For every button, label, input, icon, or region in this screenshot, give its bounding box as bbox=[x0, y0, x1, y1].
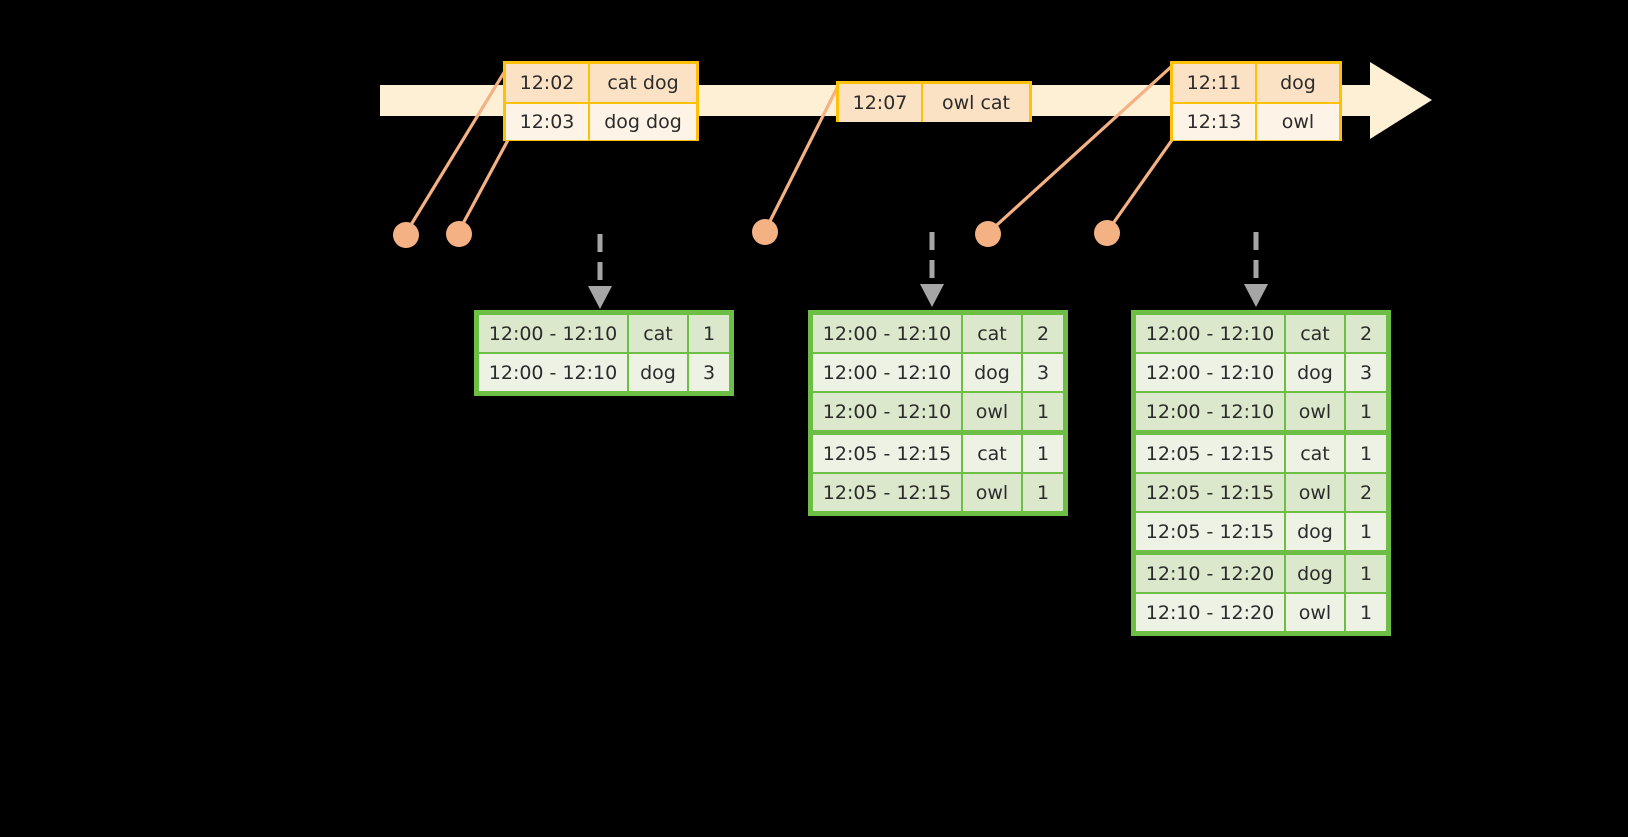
event-words: dog bbox=[1257, 64, 1339, 102]
dashed-arrow-heads bbox=[588, 284, 1268, 309]
result-table-2[interactable]: 12:00 - 12:10 cat 2 12:00 - 12:10 dog 3 … bbox=[808, 310, 1068, 516]
cell-window: 12:00 - 12:10 bbox=[813, 354, 961, 391]
cell-word: dog bbox=[1286, 513, 1344, 550]
cell-word: cat bbox=[963, 315, 1021, 352]
cell-window: 12:10 - 12:20 bbox=[1136, 594, 1284, 631]
event-words: dog dog bbox=[590, 104, 696, 140]
cell-window: 12:00 - 12:10 bbox=[1136, 315, 1284, 352]
cell-word: dog bbox=[1286, 555, 1344, 592]
event-row[interactable]: 12:03 dog dog bbox=[506, 102, 696, 140]
cell-count: 1 bbox=[1023, 474, 1063, 511]
cell-window: 12:05 - 12:15 bbox=[1136, 435, 1284, 472]
cell-count: 3 bbox=[1346, 354, 1386, 391]
table-row[interactable]: 12:00 - 12:10 owl 1 bbox=[1136, 393, 1386, 430]
cell-window: 12:00 - 12:10 bbox=[1136, 393, 1284, 430]
cell-count: 1 bbox=[1346, 513, 1386, 550]
event-group-3[interactable]: 12:11 dog 12:13 owl bbox=[1170, 61, 1342, 141]
cell-word: dog bbox=[629, 354, 687, 391]
cell-word: owl bbox=[963, 393, 1021, 430]
table-row[interactable]: 12:05 - 12:15 owl 2 bbox=[1136, 474, 1386, 511]
event-row[interactable]: 12:11 dog bbox=[1173, 64, 1339, 102]
cell-word: cat bbox=[629, 315, 687, 352]
table-row[interactable]: 12:00 - 12:10 dog 3 bbox=[1136, 354, 1386, 391]
table-row[interactable]: 12:10 - 12:20 dog 1 bbox=[1136, 555, 1386, 592]
result-table-1[interactable]: 12:00 - 12:10 cat 1 12:00 - 12:10 dog 3 bbox=[474, 310, 734, 396]
event-time: 12:03 bbox=[506, 104, 590, 140]
cell-count: 2 bbox=[1023, 315, 1063, 352]
event-group-2[interactable]: 12:07 owl cat bbox=[836, 81, 1032, 122]
cell-word: dog bbox=[1286, 354, 1344, 391]
cell-count: 3 bbox=[1023, 354, 1063, 391]
cell-word: cat bbox=[1286, 315, 1344, 352]
event-time: 12:11 bbox=[1173, 64, 1257, 102]
cell-word: cat bbox=[963, 435, 1021, 472]
connector-dots bbox=[393, 219, 1120, 248]
cell-window: 12:05 - 12:15 bbox=[1136, 513, 1284, 550]
cell-count: 1 bbox=[1346, 594, 1386, 631]
dashed-down-arrows bbox=[597, 232, 1259, 288]
event-row[interactable]: 12:02 cat dog bbox=[506, 64, 696, 102]
cell-word: owl bbox=[1286, 594, 1344, 631]
cell-count: 2 bbox=[1346, 474, 1386, 511]
table-row[interactable]: 12:05 - 12:15 cat 1 bbox=[1136, 435, 1386, 472]
event-words: cat dog bbox=[590, 64, 696, 102]
event-time: 12:07 bbox=[839, 84, 923, 122]
cell-count: 1 bbox=[1023, 393, 1063, 430]
cell-word: owl bbox=[963, 474, 1021, 511]
cell-window: 12:00 - 12:10 bbox=[479, 315, 627, 352]
event-time: 12:02 bbox=[506, 64, 590, 102]
table-row[interactable]: 12:00 - 12:10 dog 3 bbox=[479, 354, 729, 391]
table-row[interactable]: 12:00 - 12:10 cat 2 bbox=[813, 315, 1063, 352]
event-row[interactable]: 12:07 owl cat bbox=[839, 84, 1029, 122]
cell-count: 1 bbox=[1346, 555, 1386, 592]
result-table-3[interactable]: 12:00 - 12:10 cat 2 12:00 - 12:10 dog 3 … bbox=[1131, 310, 1391, 636]
table-row[interactable]: 12:05 - 12:15 dog 1 bbox=[1136, 513, 1386, 550]
table-row[interactable]: 12:00 - 12:10 dog 3 bbox=[813, 354, 1063, 391]
cell-window: 12:00 - 12:10 bbox=[813, 393, 961, 430]
table-row[interactable]: 12:05 - 12:15 owl 1 bbox=[813, 474, 1063, 511]
event-row[interactable]: 12:13 owl bbox=[1173, 102, 1339, 140]
event-words: owl cat bbox=[923, 84, 1029, 122]
event-time: 12:13 bbox=[1173, 104, 1257, 140]
cell-window: 12:05 - 12:15 bbox=[813, 435, 961, 472]
table-row[interactable]: 12:05 - 12:15 cat 1 bbox=[813, 435, 1063, 472]
cell-word: cat bbox=[1286, 435, 1344, 472]
cell-window: 12:05 - 12:15 bbox=[1136, 474, 1284, 511]
cell-word: dog bbox=[963, 354, 1021, 391]
table-row[interactable]: 12:00 - 12:10 owl 1 bbox=[813, 393, 1063, 430]
cell-count: 1 bbox=[1023, 435, 1063, 472]
cell-count: 1 bbox=[689, 315, 729, 352]
cell-count: 3 bbox=[689, 354, 729, 391]
table-row[interactable]: 12:10 - 12:20 owl 1 bbox=[1136, 594, 1386, 631]
cell-word: owl bbox=[1286, 474, 1344, 511]
cell-window: 12:00 - 12:10 bbox=[479, 354, 627, 391]
cell-word: owl bbox=[1286, 393, 1344, 430]
cell-window: 12:00 - 12:10 bbox=[1136, 354, 1284, 391]
table-row[interactable]: 12:00 - 12:10 cat 2 bbox=[1136, 315, 1386, 352]
event-words: owl bbox=[1257, 104, 1339, 140]
cell-window: 12:10 - 12:20 bbox=[1136, 555, 1284, 592]
cell-count: 2 bbox=[1346, 315, 1386, 352]
cell-window: 12:00 - 12:10 bbox=[813, 315, 961, 352]
cell-count: 1 bbox=[1346, 435, 1386, 472]
cell-window: 12:05 - 12:15 bbox=[813, 474, 961, 511]
table-row[interactable]: 12:00 - 12:10 cat 1 bbox=[479, 315, 729, 352]
event-group-1[interactable]: 12:02 cat dog 12:03 dog dog bbox=[503, 61, 699, 141]
cell-count: 1 bbox=[1346, 393, 1386, 430]
